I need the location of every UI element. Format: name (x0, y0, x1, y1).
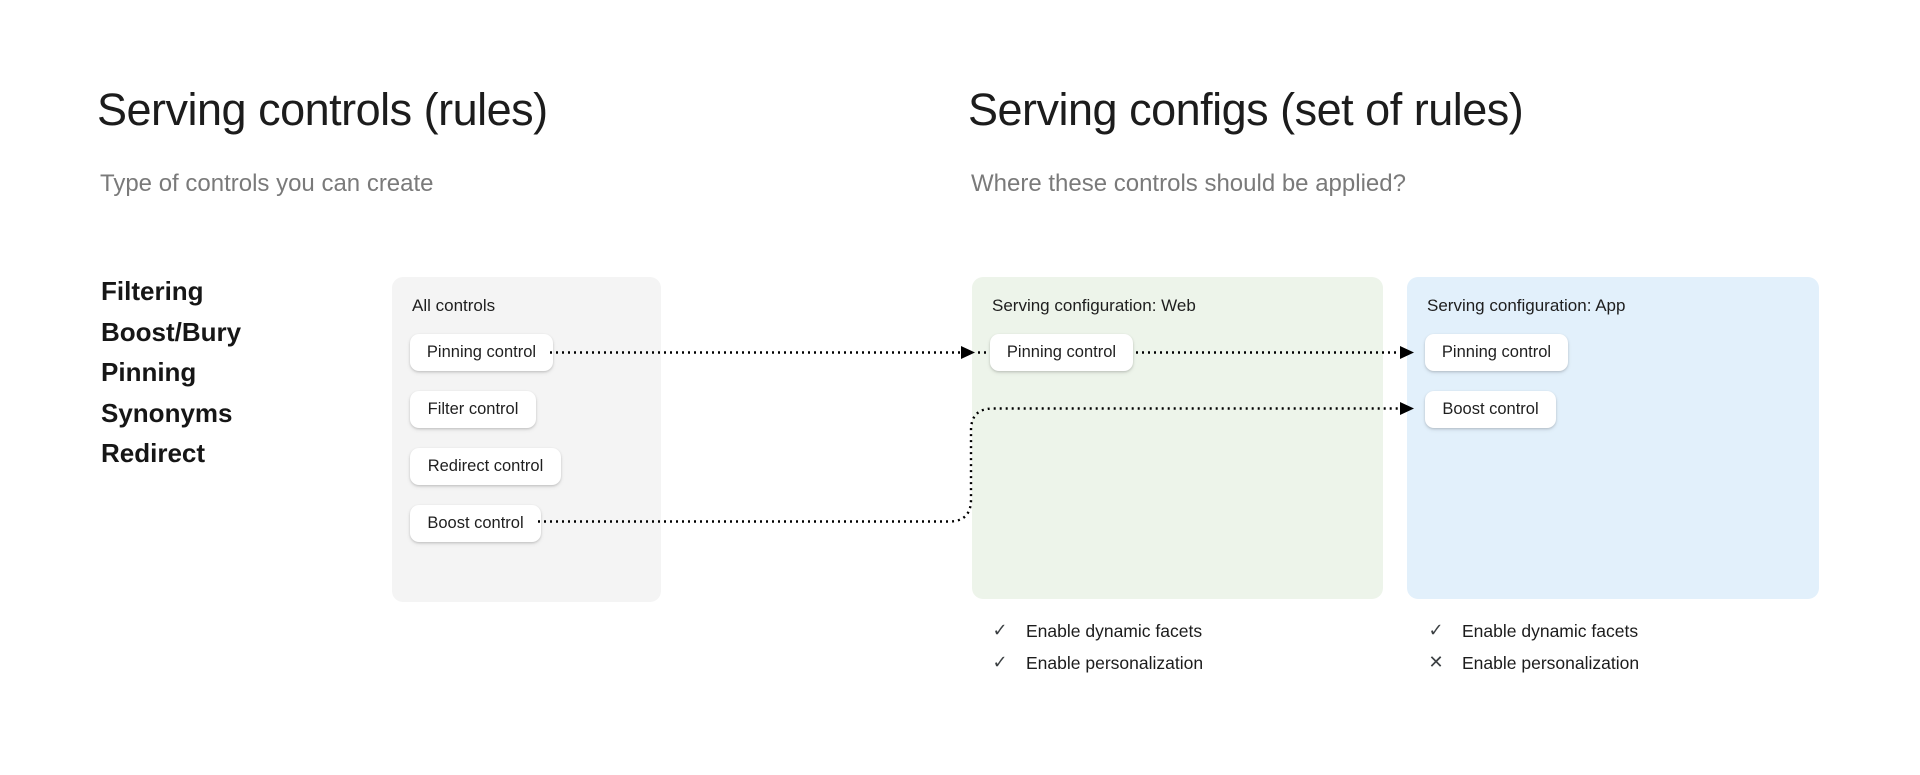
web-pinning-control-chip: Pinning control (990, 334, 1133, 371)
web-config-card-label: Serving configuration: Web (992, 296, 1196, 315)
web-dynamic-facets-row: ✓ Enable dynamic facets (990, 620, 1203, 642)
app-config-card: Serving configuration: App Pinning contr… (1407, 277, 1819, 599)
control-type-pinning: Pinning (101, 357, 197, 387)
control-type-filtering: Filtering (101, 276, 204, 306)
check-icon: ✓ (992, 620, 1008, 641)
app-boost-control-chip: Boost control (1425, 391, 1556, 428)
web-personalization-row: ✓ Enable personalization (990, 652, 1203, 674)
control-type-synonyms: Synonyms (101, 397, 233, 428)
app-personalization-row: ✕ Enable personalization (1426, 652, 1639, 674)
check-icon: ✓ (992, 652, 1008, 673)
control-type-redirect: Redirect (101, 438, 206, 468)
serving-controls-title: Serving controls (rules) (97, 84, 548, 135)
app-dynamic-facets-row: ✓ Enable dynamic facets (1426, 620, 1639, 642)
boost-control-chip: Boost control (410, 505, 541, 542)
web-config-card: Serving configuration: Web Pinning contr… (972, 277, 1383, 599)
pinning-control-chip: Pinning control (410, 334, 553, 371)
serving-configs-title: Serving configs (set of rules) (968, 84, 1524, 135)
app-config-card-label: Serving configuration: App (1427, 296, 1626, 315)
all-controls-card: All controls Pinning control Filter cont… (392, 277, 661, 602)
app-config-settings: ✓ Enable dynamic facets ✕ Enable persona… (1426, 620, 1639, 674)
control-type-list: Filtering Boost/Bury Pinning Synonyms Re… (101, 271, 241, 474)
serving-configs-subtitle: Where these controls should be applied? (971, 170, 1406, 197)
all-controls-card-label: All controls (412, 296, 496, 315)
control-type-boost-bury: Boost/Bury (101, 316, 242, 347)
cross-icon: ✕ (1428, 652, 1444, 673)
filter-control-chip: Filter control (410, 391, 536, 428)
serving-controls-subtitle: Type of controls you can create (100, 170, 434, 197)
setting-label: Enable personalization (1462, 652, 1640, 673)
setting-label: Enable personalization (1026, 652, 1204, 673)
app-pinning-control-chip: Pinning control (1425, 334, 1568, 371)
setting-label: Enable dynamic facets (1026, 620, 1203, 641)
redirect-control-chip: Redirect control (410, 448, 561, 485)
web-config-settings: ✓ Enable dynamic facets ✓ Enable persona… (990, 620, 1203, 674)
setting-label: Enable dynamic facets (1462, 620, 1639, 641)
check-icon: ✓ (1428, 620, 1444, 641)
